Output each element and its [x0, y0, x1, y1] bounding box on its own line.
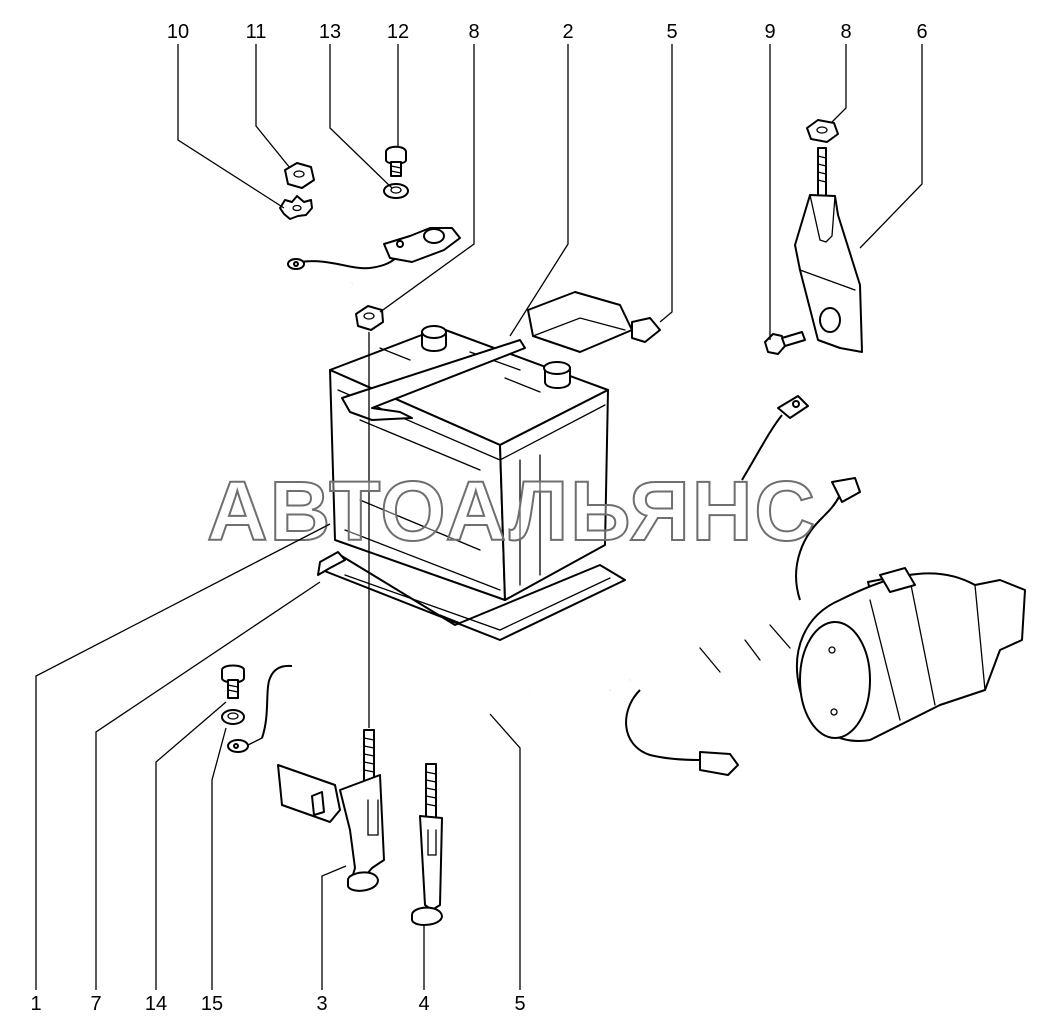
callout-4: 4: [418, 993, 429, 1015]
watermark: АВТОАЛЬЯНС: [207, 464, 817, 558]
bracket-3: [277, 729, 385, 892]
bracket-6: [794, 147, 863, 353]
callout-2: 2: [562, 21, 573, 43]
callout-10: 10: [167, 21, 189, 43]
bolt-9: [764, 331, 806, 355]
bolt-12: [385, 145, 407, 177]
callout-5-bottom: 5: [514, 993, 525, 1015]
terminal-cover: [527, 291, 661, 353]
starter-motor: [795, 567, 1026, 742]
nut-11: [284, 162, 315, 189]
ground-strap: [227, 664, 293, 753]
negative-terminal-clamp: [287, 227, 461, 270]
callouts-bottom: 1 7 14 15 3 4 5: [30, 993, 525, 1015]
positive-cable: [199, 278, 863, 706]
battery-tray: [317, 551, 626, 641]
callout-7: 7: [90, 993, 101, 1015]
nut-8-left: [355, 305, 384, 331]
callout-8-left: 8: [468, 21, 479, 43]
bolt-14: [221, 664, 245, 699]
callout-13: 13: [319, 21, 341, 43]
callout-5-top: 5: [666, 21, 677, 43]
nut-8-right: [806, 119, 839, 143]
battery: [329, 325, 609, 601]
washer-15: [221, 709, 245, 725]
callout-11: 11: [246, 21, 267, 43]
hold-down-clamp: [341, 339, 526, 421]
bracket-4: [411, 763, 443, 926]
callout-14: 14: [145, 993, 167, 1015]
callout-3: 3: [316, 993, 327, 1015]
starter-cable: [524, 331, 723, 691]
callouts-top: 10 11 13 12 8 2 5 9 8 6: [167, 21, 928, 43]
washer-13: [383, 183, 409, 199]
callout-9: 9: [764, 21, 775, 43]
callout-15: 15: [201, 993, 223, 1015]
callout-12: 12: [387, 21, 409, 43]
callout-1: 1: [30, 993, 41, 1015]
leader-lines: [35, 44, 923, 990]
callout-8-right: 8: [840, 21, 851, 43]
callout-6: 6: [916, 21, 927, 43]
toothed-washer-10: [279, 195, 313, 220]
